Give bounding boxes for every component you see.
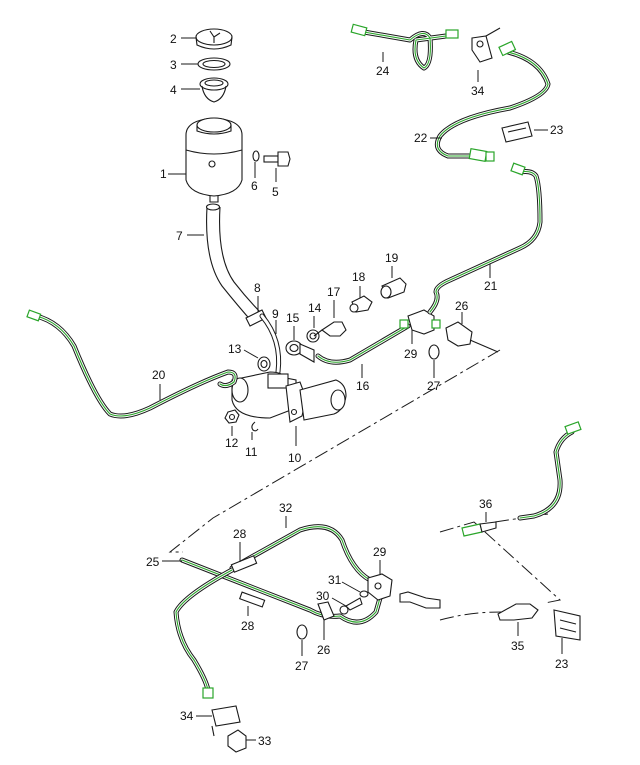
brake-line-32 bbox=[229, 524, 373, 583]
seal-ring-13-part bbox=[257, 356, 271, 372]
bolt-30-part bbox=[339, 597, 363, 615]
callout-c30: 30 bbox=[316, 589, 330, 603]
callout-c16: 16 bbox=[356, 379, 370, 393]
callout-c10: 10 bbox=[288, 451, 302, 465]
brake-line-24 bbox=[350, 23, 459, 71]
brake-line-16 bbox=[315, 323, 411, 365]
callout-c36: 36 bbox=[479, 497, 493, 511]
callout-c28a: 28 bbox=[233, 527, 247, 541]
callout-c23a: 23 bbox=[550, 123, 564, 137]
connector-36-part bbox=[461, 521, 497, 537]
spring-washer-part bbox=[251, 421, 259, 432]
callout-c7: 7 bbox=[176, 229, 183, 243]
callout-c14: 14 bbox=[308, 301, 322, 315]
brake-hose-22 bbox=[434, 40, 551, 163]
leader-lines bbox=[159, 37, 563, 741]
t-piece-29-lower-part bbox=[367, 573, 393, 601]
leader-line-c30 bbox=[331, 597, 347, 607]
brake-hose-35-part bbox=[399, 591, 539, 621]
leader-line-c13 bbox=[243, 349, 259, 359]
washer-31-part bbox=[359, 590, 369, 598]
retaining-clip-23-upper-part bbox=[501, 121, 533, 143]
callout-c18: 18 bbox=[352, 270, 366, 284]
strainer-part bbox=[199, 77, 229, 103]
brake-line-lower-left bbox=[173, 567, 235, 699]
protective-sleeve-28-upper-part bbox=[230, 555, 258, 573]
brake-light-switch-part bbox=[349, 295, 373, 313]
reservoir-part bbox=[185, 117, 243, 203]
brake-line-25 bbox=[179, 557, 383, 625]
callout-c17: 17 bbox=[327, 285, 341, 299]
callout-c34b: 34 bbox=[180, 709, 194, 723]
reservoir-cap-part bbox=[195, 28, 233, 50]
leader-line-c31 bbox=[341, 581, 361, 593]
callout-c33: 33 bbox=[258, 734, 272, 748]
callout-c27a: 27 bbox=[427, 379, 441, 393]
clip-27-upper-part bbox=[428, 344, 440, 360]
callout-c6: 6 bbox=[251, 179, 258, 193]
brake-line-20 bbox=[26, 309, 238, 419]
hose-part bbox=[205, 203, 265, 325]
banjo-fitting-part bbox=[285, 340, 315, 363]
gasket-ring-part bbox=[197, 57, 231, 71]
callout-c34a: 34 bbox=[471, 84, 485, 98]
t-piece-29-upper-part bbox=[399, 309, 441, 335]
callout-c31: 31 bbox=[328, 573, 342, 587]
brake-line-21 bbox=[427, 162, 543, 315]
callout-c1: 1 bbox=[160, 167, 167, 181]
switch-cap-part bbox=[380, 277, 407, 299]
bracket-34-lower-part bbox=[211, 705, 241, 737]
callout-c9: 9 bbox=[272, 307, 279, 321]
bracket-34-upper-part bbox=[471, 27, 501, 63]
callout-c21: 21 bbox=[484, 279, 498, 293]
clip-27-lower-part bbox=[296, 624, 308, 640]
brake-hose-26-lower-part bbox=[317, 601, 335, 621]
brake-hose-26-upper-part bbox=[445, 321, 499, 353]
callout-c5: 5 bbox=[272, 185, 279, 199]
washer-part bbox=[252, 150, 260, 162]
bolt-part bbox=[263, 151, 291, 167]
master-cylinder-part bbox=[231, 371, 347, 423]
brake-line-right bbox=[517, 421, 582, 521]
callout-c12: 12 bbox=[225, 436, 239, 450]
callout-c3: 3 bbox=[170, 58, 177, 72]
callout-c24: 24 bbox=[376, 64, 390, 78]
callout-c22: 22 bbox=[414, 131, 428, 145]
callout-c28b: 28 bbox=[241, 619, 255, 633]
callout-c29b: 29 bbox=[373, 545, 387, 559]
nut-33-part bbox=[227, 729, 247, 753]
callout-c11: 11 bbox=[245, 445, 258, 459]
callout-c15: 15 bbox=[286, 311, 300, 325]
callout-c35: 35 bbox=[511, 639, 525, 653]
retaining-clip-23-lower-part bbox=[553, 609, 581, 641]
callout-c8: 8 bbox=[254, 281, 261, 295]
banjo-bolt-part bbox=[313, 321, 347, 337]
callout-c27b: 27 bbox=[295, 659, 309, 673]
callout-labels: 1234567891011121314151617181920212223232… bbox=[146, 32, 569, 748]
protective-sleeve-28-lower-part bbox=[238, 591, 266, 608]
callout-c19: 19 bbox=[385, 251, 399, 265]
callout-c29a: 29 bbox=[404, 347, 418, 361]
callout-c23b: 23 bbox=[555, 657, 569, 671]
callout-c26b: 26 bbox=[317, 643, 331, 657]
feed-pipe-part bbox=[259, 313, 282, 375]
nut-part bbox=[224, 409, 240, 424]
callout-c2: 2 bbox=[170, 32, 177, 46]
callout-c32: 32 bbox=[279, 501, 293, 515]
callout-c26a: 26 bbox=[455, 299, 469, 313]
callout-c13: 13 bbox=[228, 342, 242, 356]
callout-c4: 4 bbox=[170, 83, 177, 97]
callout-c20: 20 bbox=[152, 368, 166, 382]
callout-c25: 25 bbox=[146, 555, 160, 569]
seal-ring-14-part bbox=[306, 329, 320, 343]
